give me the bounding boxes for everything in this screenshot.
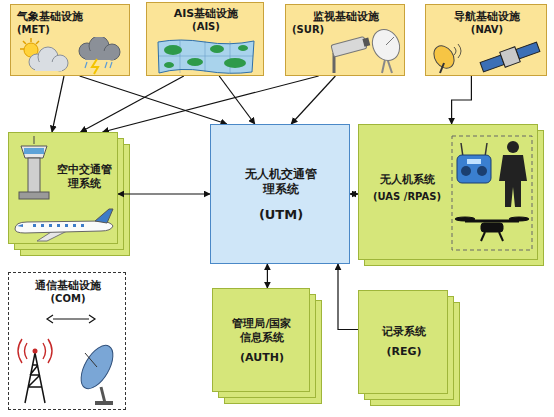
text-group: 无人机交通管理系统 (UTM) [225, 167, 337, 223]
node-title: 无人机交通管理系统 [243, 167, 320, 197]
connector-arrow [452, 76, 472, 124]
navigation-icon [430, 39, 544, 75]
node-code: (COM) [13, 293, 123, 306]
map-icon [155, 38, 257, 75]
weather-icon [15, 37, 127, 75]
infrastructure-box: 导航基础设施(NAV) [425, 4, 547, 76]
text-group: 气象基础设施(MET) [17, 10, 125, 36]
connector-arrow [52, 76, 64, 132]
system-box: 记录系统 (REG) [358, 290, 448, 394]
infrastructure-box: AIS基础设施(AIS) [146, 2, 264, 76]
connector-arrow [118, 193, 210, 194]
text-group: 空中交通管理系统 [55, 163, 114, 191]
system-box: 管理局/国家信息系统 (AUTH) [212, 288, 310, 392]
text-group: 通信基础设施(COM) [13, 279, 123, 305]
text-group: 记录系统 (REG) [363, 325, 445, 359]
utm-box: 无人机交通管理系统 (UTM) [210, 124, 350, 264]
system-box: 空中交通管理系统 [8, 132, 118, 244]
connector-arrow [80, 76, 227, 124]
node-code: (NAV) [432, 24, 542, 37]
node-title: AIS基础设施 [151, 7, 261, 21]
connector-arrow [338, 264, 358, 330]
node-title: 气象基础设施 [17, 10, 125, 24]
infrastructure-box: 气象基础设施(MET) [10, 4, 130, 76]
node-title: 管理局/国家信息系统 [227, 317, 296, 345]
control-tower-icon [13, 136, 55, 200]
connector-arrow [291, 76, 335, 124]
node-code: (AUTH) [219, 351, 305, 365]
infrastructure-box: 监视基础设施(SUR) [285, 4, 405, 76]
node-code: (REG) [363, 345, 445, 359]
text-group: 监视基础设施(SUR) [292, 10, 400, 36]
node-title: 导航基础设施 [432, 10, 542, 24]
text-group: AIS基础设施(AIS) [151, 7, 261, 33]
text-group: 无人机系统 (UAS /RPAS) [363, 173, 451, 203]
node-code: (SUR) [292, 24, 400, 37]
text-group: 管理局/国家信息系统 (AUTH) [219, 317, 305, 364]
connector-arrow [219, 76, 255, 124]
node-title: 记录系统 [363, 325, 445, 339]
node-code: (UAS /RPAS) [363, 191, 451, 204]
connector-arrow [81, 76, 184, 132]
system-box: 无人机系统 (UAS /RPAS) [358, 124, 538, 260]
text-group: 导航基础设施(NAV) [432, 10, 542, 36]
node-title: 无人机系统 [363, 173, 451, 187]
communication-icon [13, 313, 123, 407]
node-title: 空中交通管理系统 [55, 163, 114, 191]
node-code: (UTM) [225, 207, 337, 223]
node-code: (AIS) [151, 21, 261, 34]
airplane-icon [13, 207, 115, 243]
uas-illustration [451, 135, 533, 251]
connector-arrow [350, 193, 358, 194]
connector-arrow [267, 264, 268, 288]
infrastructure-box: 通信基础设施(COM) [8, 272, 126, 410]
node-title: 监视基础设施 [292, 10, 400, 24]
node-title: 通信基础设施 [13, 279, 123, 293]
surveillance-icon [326, 23, 404, 75]
node-code: (MET) [17, 24, 125, 37]
